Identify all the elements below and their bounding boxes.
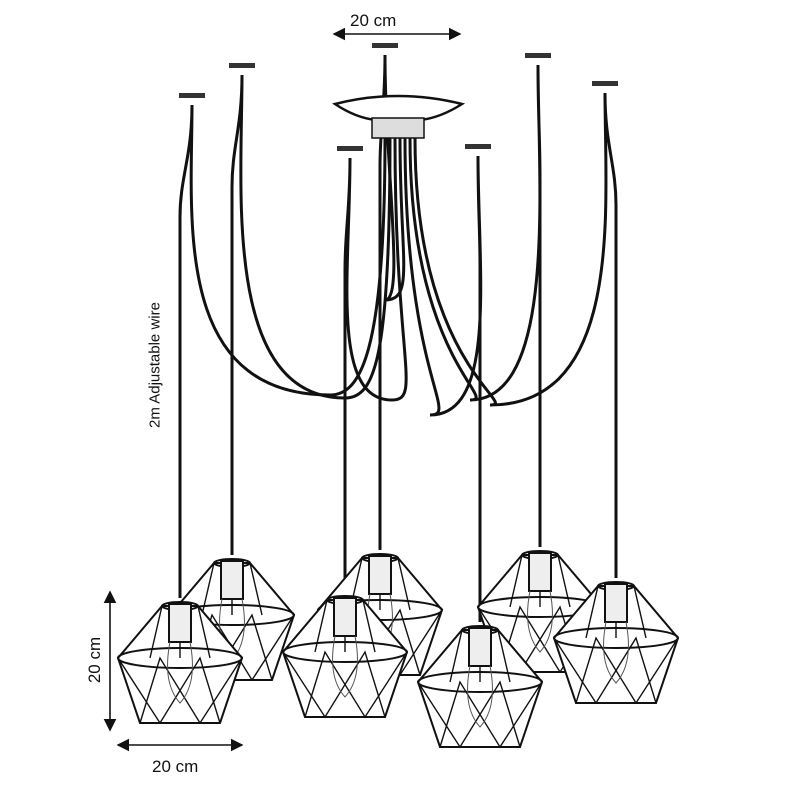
ceiling-hook (465, 144, 491, 149)
ceiling-hook (337, 146, 363, 151)
ceiling-hook (372, 43, 398, 48)
bulb-socket (168, 603, 192, 643)
bulb (167, 641, 193, 704)
ceiling-hook (229, 63, 255, 68)
wire (343, 137, 408, 592)
wire (178, 104, 387, 598)
canopy-width-label: 20 cm (350, 11, 397, 30)
wire-length-label: 2m Adjustable wire (146, 302, 164, 428)
pendant-cages (116, 550, 680, 749)
ceiling-hook (592, 81, 618, 86)
ceiling-canopy (331, 94, 466, 139)
bulb-socket (333, 597, 357, 637)
cage-width-label: 20 cm (152, 757, 199, 776)
dimension-arrows (103, 27, 462, 752)
ceiling-hook (525, 53, 551, 58)
pendant-cage (281, 595, 409, 719)
wire (403, 137, 483, 622)
cage-height-label: 20 cm (85, 636, 104, 684)
bulb-socket (368, 555, 392, 595)
wire (408, 64, 542, 547)
bulb (603, 621, 629, 684)
bulb-socket (604, 583, 628, 623)
bulb (527, 590, 553, 653)
ceiling-hook (179, 93, 205, 98)
bulb-socket (468, 627, 492, 667)
wires (178, 43, 618, 622)
wire (230, 74, 392, 555)
bulb-socket (220, 560, 244, 600)
wire (413, 92, 618, 578)
bulb-socket (528, 552, 552, 592)
pendant-cage (116, 601, 244, 725)
bulb (467, 665, 493, 728)
pendant-cage (552, 581, 680, 705)
pendant-cage (416, 625, 544, 749)
bulb (332, 635, 358, 698)
